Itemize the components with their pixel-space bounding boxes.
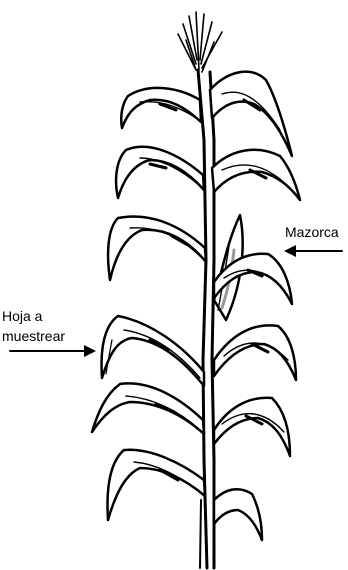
leaf-sampled <box>102 316 204 386</box>
leaf-right-top <box>210 72 292 156</box>
leaf-right-5 <box>214 398 290 456</box>
label-hoja-a-muestrear: Hoja a muestrear <box>2 306 65 346</box>
label-hoja-line1: Hoja a <box>2 306 65 326</box>
arrow-hoja <box>10 345 96 357</box>
label-hoja-line2: muestrear <box>2 326 65 346</box>
tassel <box>178 12 222 72</box>
leaf-left-top <box>121 88 201 128</box>
leaf-left-5 <box>92 383 204 434</box>
leaf-right-2 <box>212 150 300 200</box>
leaf-right-4 <box>214 325 296 380</box>
leaf-left-2 <box>116 147 204 198</box>
arrow-mazorca <box>284 245 342 257</box>
leaf-right-6 <box>214 489 262 540</box>
label-mazorca: Mazorca <box>285 222 339 242</box>
leaf-left-3 <box>108 217 206 280</box>
leaf-left-6 <box>108 450 205 520</box>
